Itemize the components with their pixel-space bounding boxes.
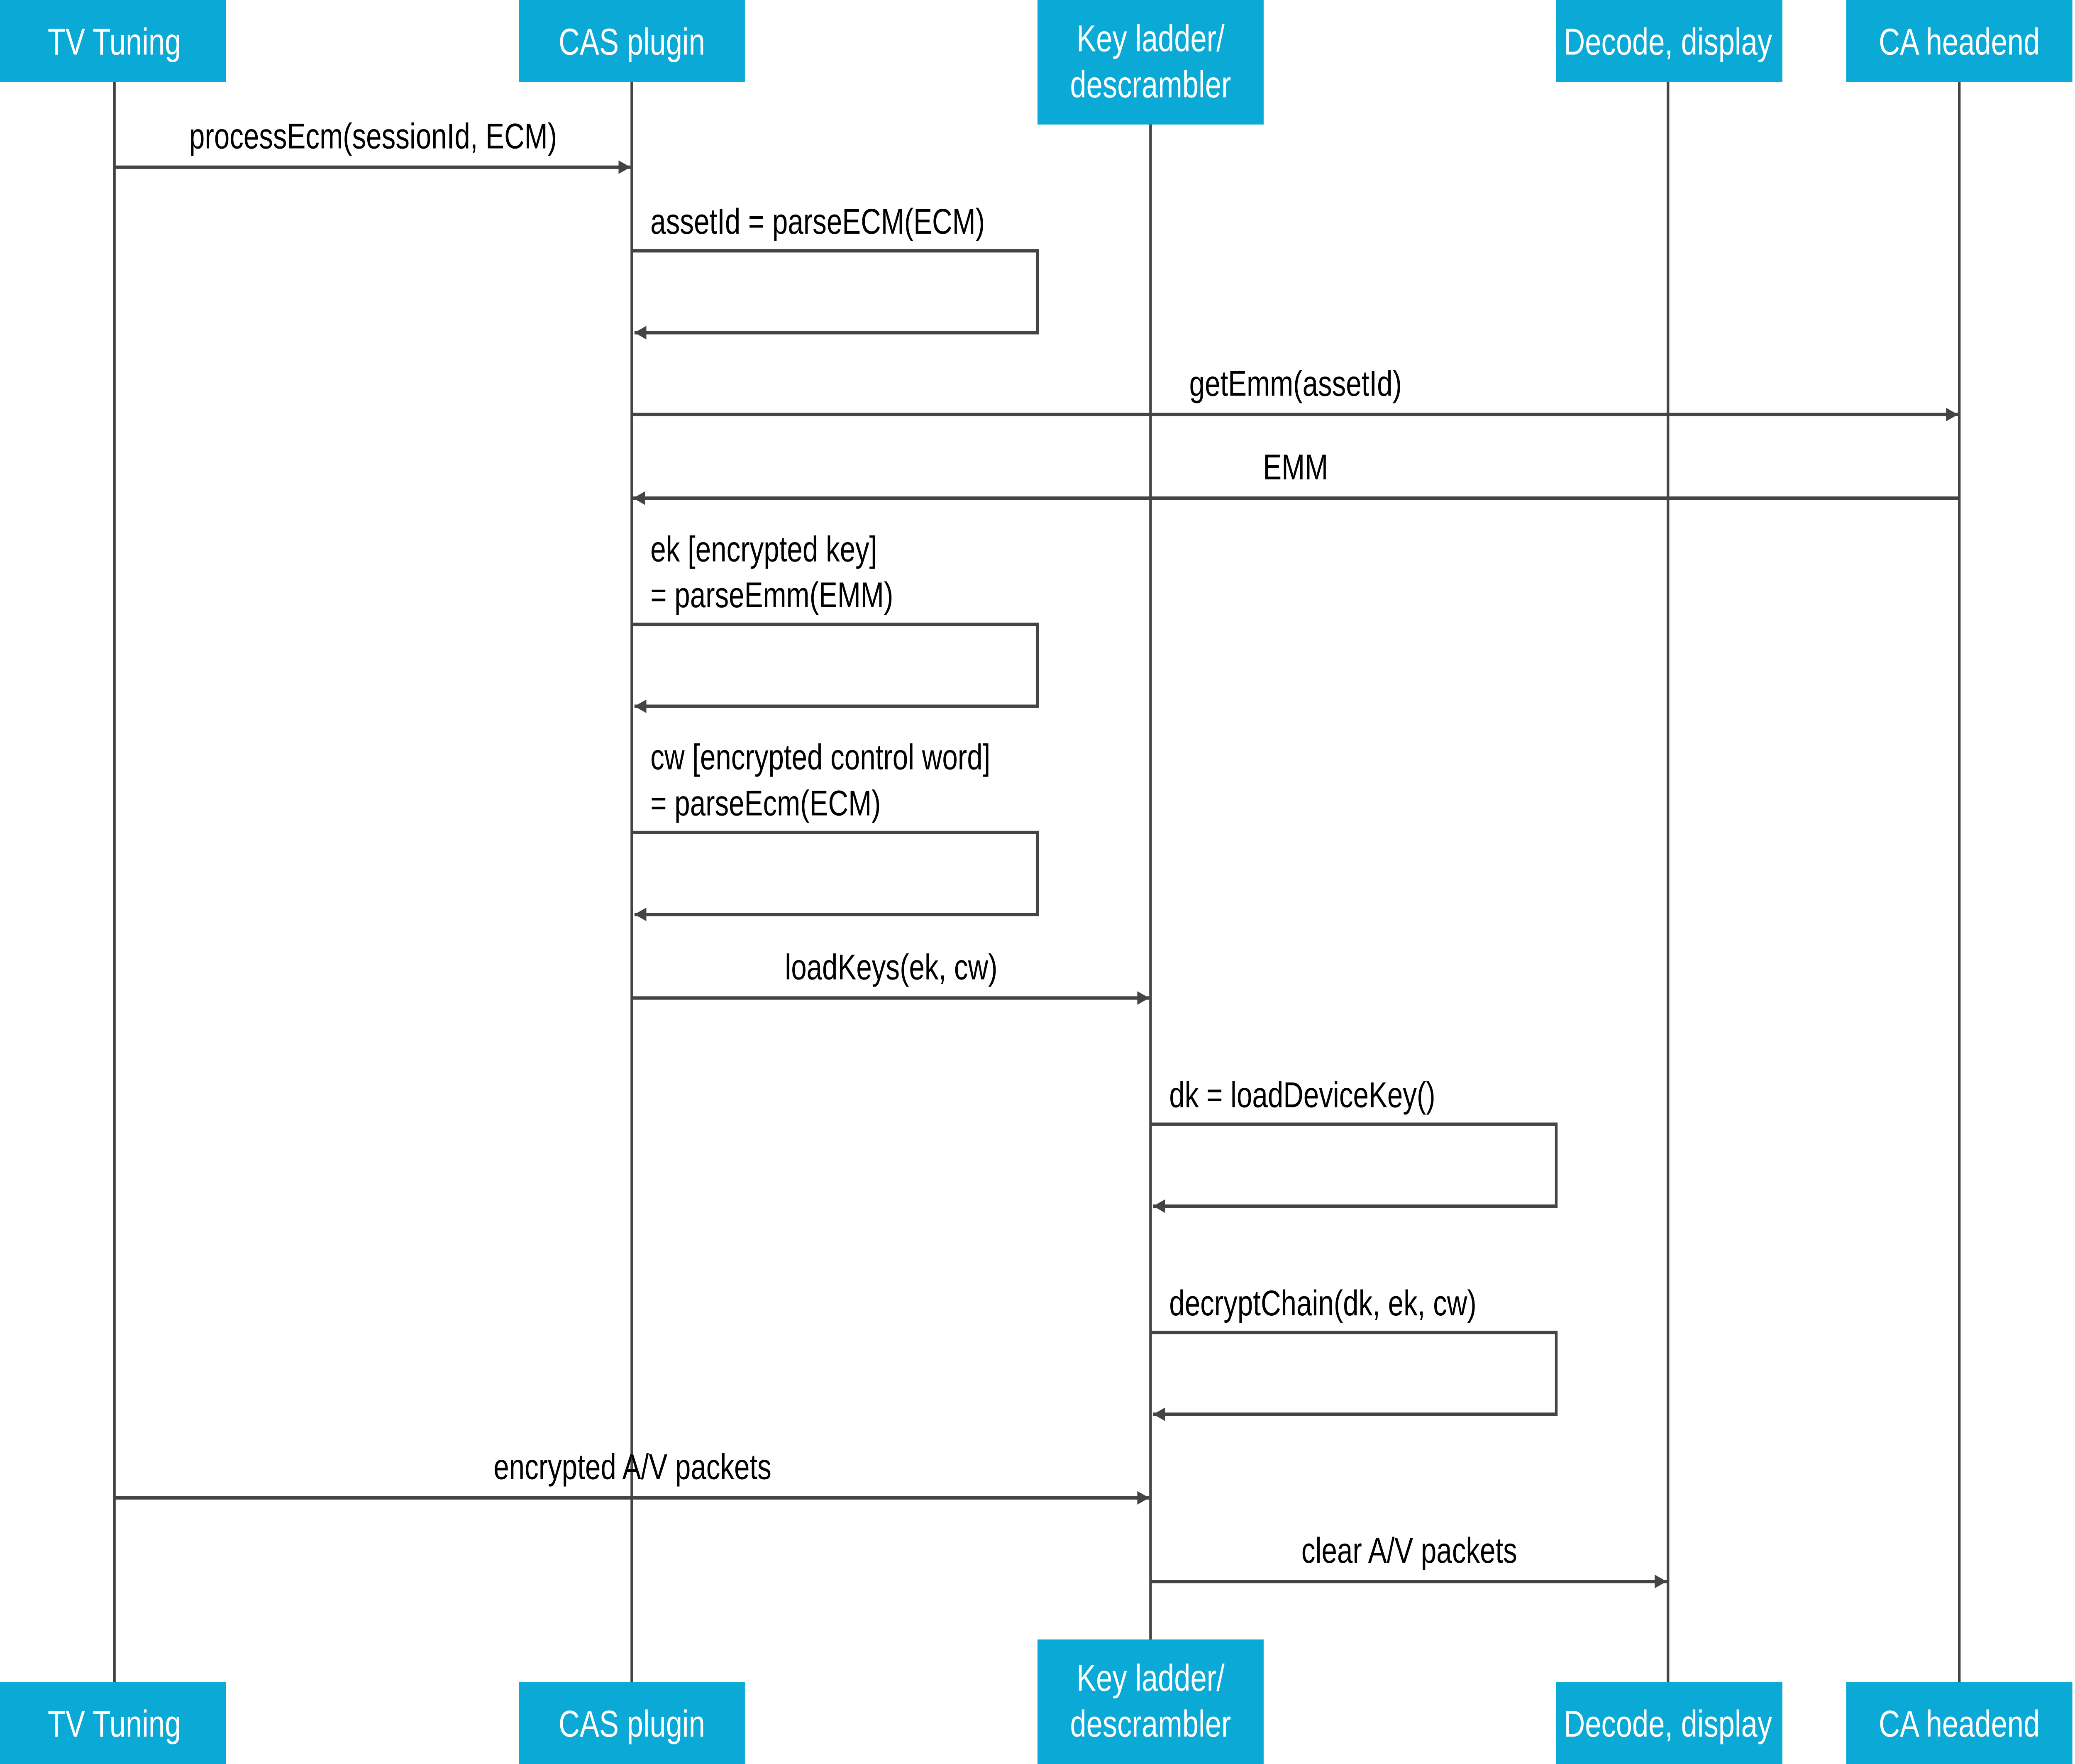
message-1: assetId = parseECM(ECM) — [633, 202, 1039, 340]
participant-label: TV Tuning — [48, 1703, 181, 1745]
participant-box — [1038, 1639, 1264, 1764]
participant-ca-top: CA headend — [1846, 0, 2073, 82]
self-message-arrow — [633, 831, 1039, 921]
message-label: processEcm(sessionId, ECM) — [189, 117, 557, 156]
message-label: getEmm(assetId) — [1189, 364, 1402, 404]
participant-tv-bottom: TV Tuning — [0, 1682, 226, 1764]
participant-box — [1846, 0, 2073, 82]
messages: processEcm(sessionId, ECM) assetId = pars… — [114, 117, 1960, 1588]
participant-label: Key ladder/ — [1077, 18, 1225, 59]
participant-box — [519, 0, 745, 82]
participant-label: CAS plugin — [559, 1703, 705, 1745]
participant-cas-bottom: CAS plugin — [519, 1682, 745, 1764]
lifelines — [113, 17, 1961, 1740]
participant-label: Key ladder/ — [1077, 1657, 1225, 1699]
message-9: encrypted A/V packets — [114, 1447, 1150, 1505]
message-8: decryptChain(dk, ek, cw) — [1152, 1283, 1558, 1421]
self-message-arrow — [1152, 1122, 1558, 1213]
message-3: EMM — [633, 447, 1960, 505]
message-label: decryptChain(dk, ek, cw) — [1169, 1283, 1476, 1323]
participant-ca-bottom: CA headend — [1846, 1682, 2073, 1764]
self-message-arrow — [633, 623, 1039, 713]
participant-label: CAS plugin — [559, 21, 705, 63]
participant-box — [519, 1682, 745, 1764]
participant-box — [1846, 1682, 2073, 1764]
message-7: dk = loadDeviceKey() — [1152, 1075, 1558, 1213]
message-label: dk = loadDeviceKey() — [1169, 1075, 1435, 1115]
participant-box — [0, 1682, 226, 1764]
participant-box — [1038, 0, 1264, 125]
participant-dec-top: Decode, display — [1556, 0, 1782, 82]
message-4: ek [encrypted key] = parseEmm(EMM) — [633, 529, 1039, 713]
participant-tv-top: TV Tuning — [0, 0, 226, 82]
participant-dec-bottom: Decode, display — [1556, 1682, 1782, 1764]
message-label: = parseEcm(ECM) — [650, 784, 881, 823]
message-label: EMM — [1263, 447, 1328, 487]
participant-cas-top: CAS plugin — [519, 0, 745, 82]
self-message-arrow — [633, 249, 1039, 340]
message-6: loadKeys(ek, cw) — [632, 947, 1150, 1005]
message-label: encrypted A/V packets — [493, 1447, 771, 1487]
participant-label: CA headend — [1879, 1703, 2040, 1745]
message-label: cw [encrypted control word] — [650, 738, 990, 777]
participant-label: TV Tuning — [48, 21, 181, 63]
participant-label: Decode, display — [1564, 21, 1772, 63]
participant-kl-top: Key ladder/descrambler — [1038, 0, 1264, 125]
participant-box — [0, 0, 226, 82]
self-message-arrow — [1152, 1330, 1558, 1421]
participant-label: CA headend — [1879, 21, 2040, 63]
participant-kl-bottom: Key ladder/descrambler — [1038, 1639, 1264, 1764]
message-label: loadKeys(ek, cw) — [785, 947, 997, 987]
message-label: clear A/V packets — [1301, 1531, 1517, 1571]
message-5: cw [encrypted control word] = parseEcm(EC… — [633, 738, 1039, 921]
message-2: getEmm(assetId) — [632, 364, 1958, 422]
message-0: processEcm(sessionId, ECM) — [114, 117, 631, 174]
participant-label: descrambler — [1070, 1703, 1231, 1745]
participant-label: descrambler — [1070, 64, 1231, 105]
message-10: clear A/V packets — [1150, 1531, 1667, 1588]
message-label: = parseEmm(EMM) — [650, 575, 893, 615]
participant-box — [1556, 1682, 1782, 1764]
participant-label: Decode, display — [1564, 1703, 1772, 1745]
participant-box — [1556, 0, 1782, 82]
message-label: ek [encrypted key] — [650, 529, 877, 569]
message-label: assetId = parseECM(ECM) — [650, 202, 985, 242]
